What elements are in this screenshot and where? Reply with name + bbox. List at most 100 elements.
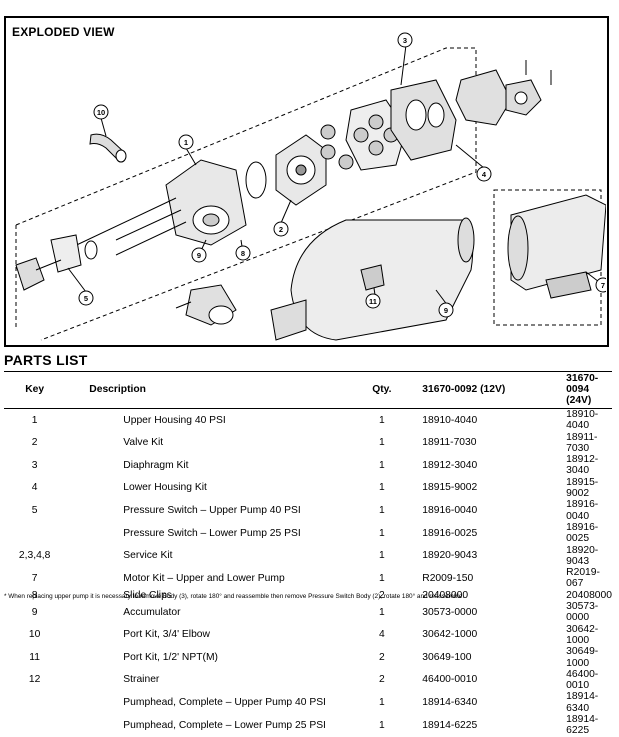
- svg-text:9: 9: [444, 306, 448, 315]
- svg-text:5: 5: [84, 294, 88, 303]
- cell-part-12v: 30642-1000: [422, 629, 478, 641]
- callout-4: [476, 166, 492, 182]
- cell-part-12v: 30573-0000: [422, 606, 478, 618]
- callout-9b: [438, 302, 454, 318]
- header-24v: 31670-0094 (24V): [560, 371, 612, 409]
- cell-description: Service Kit: [123, 550, 173, 562]
- callout-2: [273, 221, 289, 237]
- upper-housing-drawing: [65, 159, 247, 256]
- callout-5: [78, 290, 94, 306]
- cell-part-12v: 18915-9002: [422, 482, 478, 494]
- cell-key: [4, 522, 65, 545]
- callout-9a: [191, 247, 207, 263]
- cell-description: Accumulator: [123, 606, 181, 618]
- svg-text:4: 4: [482, 170, 487, 179]
- cell-key: 5: [31, 505, 38, 517]
- cell-description: Port Kit, 3/4' Elbow: [123, 629, 210, 641]
- cell-qty: 2: [378, 589, 385, 601]
- cell-part-12v: 18914-6340: [422, 697, 478, 709]
- cell-part-12v: 18914-6225: [422, 719, 478, 731]
- cell-key: 9: [31, 606, 38, 618]
- cell-part-12v: 18916-0025: [422, 527, 478, 539]
- cell-part-12v: R2009-150: [422, 572, 474, 584]
- header-qty: Qty.: [347, 371, 417, 409]
- cell-qty: 1: [378, 550, 385, 562]
- cell-qty: 2: [378, 651, 385, 663]
- cell-part-24v: 18916-0040: [566, 499, 599, 522]
- exploded-view-frame: [4, 16, 609, 347]
- cell-qty: 2: [378, 674, 385, 686]
- cell-qty: 1: [378, 482, 385, 494]
- cell-part-24v: 18920-9043: [566, 544, 599, 567]
- cell-description: Pressure Switch – Upper Pump 40 PSI: [123, 505, 301, 517]
- parts-header-row: Key Description Qty. 31670-0092 (12V) 31…: [4, 371, 612, 409]
- cell-qty: 4: [378, 629, 385, 641]
- cell-part-24v: 20408000: [566, 589, 612, 601]
- cell-part-12v: 46400-0010: [422, 674, 478, 686]
- exploded-view-diagram: 10 1 4 2 5 9 8 9 11 7: [15, 44, 606, 341]
- exploded-view-title: EXPLODED VIEW: [12, 25, 115, 39]
- header-key: Key: [4, 371, 66, 409]
- cell-key: 10: [28, 629, 41, 641]
- table-row: 8 Slide Clips 2 20408000 20408000: [4, 590, 612, 601]
- strainer-drawing: [175, 284, 237, 326]
- cell-qty: 1: [378, 572, 385, 584]
- motor-drawing: [507, 194, 606, 299]
- parts-list-table: Key Description Qty. 31670-0092 (12V) 31…: [4, 371, 612, 737]
- cell-description: Pumphead, Complete – Lower Pump 25 PSI: [123, 719, 326, 731]
- motor-dash-box: [493, 189, 602, 326]
- cell-qty: 1: [378, 606, 385, 618]
- cell-qty: 1: [378, 505, 385, 517]
- cell-part-24v: 18912-3040: [566, 454, 599, 477]
- callout-1: [178, 134, 194, 150]
- cell-key: 12: [28, 674, 41, 686]
- valve-plate-drawing: [275, 134, 327, 206]
- cell-part-24v: 30649-1000: [566, 646, 599, 669]
- cell-part-24v: 18916-0025: [566, 521, 599, 545]
- cell-key: 7: [31, 572, 38, 584]
- cell-description: Upper Housing 40 PSI: [123, 414, 226, 426]
- cell-part-12v: 20408000: [422, 589, 469, 601]
- svg-text:3: 3: [403, 36, 407, 45]
- svg-text:10: 10: [97, 108, 105, 117]
- callout-8: [235, 245, 251, 261]
- callout-7: [595, 277, 606, 293]
- cell-description: Strainer: [123, 674, 160, 686]
- cell-key: 4: [31, 482, 38, 494]
- pressure-switch-drawing: [15, 234, 98, 291]
- cell-part-12v: 18912-3040: [422, 459, 478, 471]
- cell-qty: 1: [378, 459, 385, 471]
- parts-list-title: PARTS LIST: [4, 352, 88, 368]
- cell-qty: 1: [378, 414, 385, 426]
- lower-housing-drawing: [390, 79, 457, 161]
- cell-description: Diaphragm Kit: [123, 459, 189, 471]
- cell-part-12v: 18910-4040: [422, 414, 478, 426]
- cell-part-24v: 18915-9002: [566, 476, 599, 500]
- cell-key: 1: [31, 414, 38, 426]
- cell-description: Pumphead, Complete – Upper Pump 40 PSI: [123, 697, 326, 709]
- cell-description: Pressure Switch – Lower Pump 25 PSI: [123, 527, 301, 539]
- cell-part-24v: 18911-7030: [566, 431, 598, 454]
- cell-key: [4, 714, 65, 737]
- cell-description: Slide Clips: [123, 589, 172, 601]
- cell-key: 8: [31, 589, 38, 601]
- header-description: Description: [65, 371, 348, 409]
- cell-description: Valve Kit: [123, 437, 164, 449]
- o-ring: [245, 161, 267, 199]
- cell-key: [4, 691, 65, 714]
- svg-text:7: 7: [601, 281, 605, 290]
- callout-11: [365, 293, 381, 309]
- svg-text:1: 1: [184, 138, 188, 147]
